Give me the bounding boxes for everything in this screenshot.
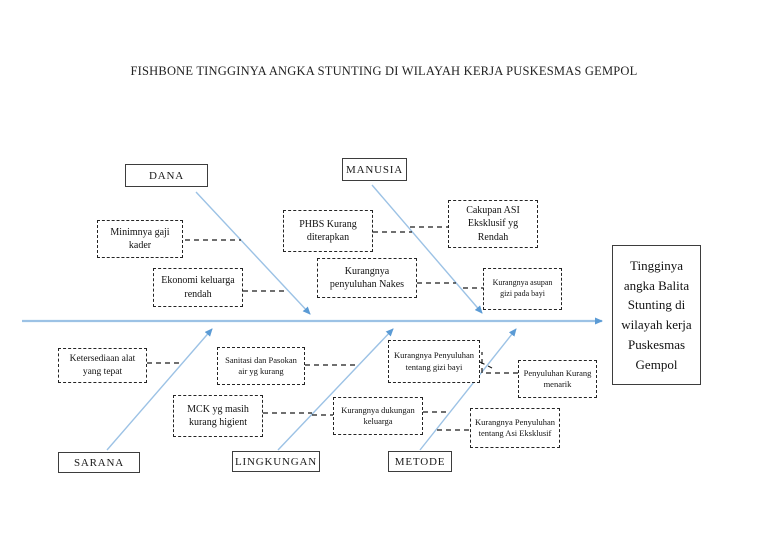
cause-box-penyuluhan-asi-eksklusif: Kurangnya Penyuluhan tentang Asi Eksklus… <box>470 408 560 448</box>
cause-box-cakupan-asi-eksklusif-rendah: Cakupan ASI Eksklusif yg Rendah <box>448 200 538 248</box>
cause-box-penyuluhan-gizi-bayi: Kurangnya Penyuluhan tentang gizi bayi <box>388 340 480 383</box>
cause-box-ekonomi-keluarga-rendah: Ekonomi keluarga rendah <box>153 268 243 307</box>
cause-box-dukungan-keluarga: Kurangnya dukungan keluarga <box>333 397 423 435</box>
cause-box-ketersediaan-alat: Ketersediaan alat yang tepat <box>58 348 147 383</box>
category-box-sarana: SARANA <box>58 452 140 473</box>
cause-box-minimnya-gaji-kader: Minimnya gaji kader <box>97 220 183 258</box>
cause-box-sanitasi-pasokan-air: Sanitasi dan Pasokan air yg kurang <box>217 347 305 385</box>
diagram-title: FISHBONE TINGGINYA ANGKA STUNTING DI WIL… <box>130 64 638 78</box>
category-box-manusia: MANUSIA <box>342 158 407 181</box>
connector-menarik <box>481 352 518 374</box>
cause-box-mck-kurang-higient: MCK yg masih kurang higient <box>173 395 263 437</box>
category-box-dana: DANA <box>125 164 208 187</box>
cause-box-kurangnya-asupan-gizi-bayi: Kurangnya asupan gizi pada bayi <box>483 268 562 310</box>
cause-box-phbs-kurang-diterapkan: PHBS Kurang diterapkan <box>283 210 373 252</box>
connector-gizibayi <box>479 361 493 369</box>
cause-box-penyuluhan-kurang-menarik: Penyuluhan Kurang menarik <box>518 360 597 398</box>
category-box-metode: METODE <box>388 451 452 472</box>
category-box-lingkungan: LINGKUNGAN <box>232 451 320 472</box>
cause-box-kurangnya-penyuluhan-nakes: Kurangnya penyuluhan Nakes <box>317 258 417 298</box>
effect-head-box: Tingginya angka Balita Stunting di wilay… <box>612 245 701 385</box>
